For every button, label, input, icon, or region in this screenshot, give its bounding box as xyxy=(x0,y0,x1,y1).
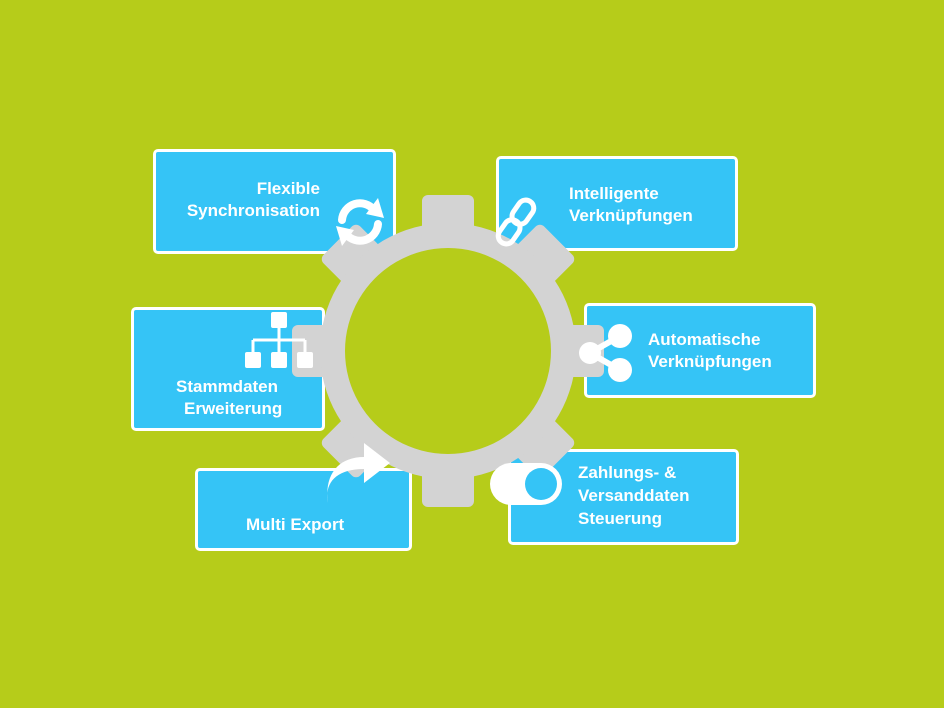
box-multi-export-label: Multi Export xyxy=(246,515,345,534)
forward-arrow-icon xyxy=(327,443,390,503)
box-stammdaten-erweiterung-line1: Stammdaten xyxy=(176,377,279,396)
box-zahlungs-versanddaten-line3: Steuerung xyxy=(578,509,663,528)
box-automatische-verknuepfungen-line1: Automatische xyxy=(648,330,761,349)
box-stammdaten-erweiterung-line2: Erweiterung xyxy=(184,399,283,418)
sync-arrows-icon xyxy=(336,198,384,246)
hierarchy-icon xyxy=(245,312,313,368)
box-zahlungs-versanddaten-line1: Zahlungs- & xyxy=(578,463,677,482)
box-intelligente-verknuepfungen-line1: Intelligente xyxy=(569,184,659,203)
box-automatische-verknuepfungen-line2: Verknüpfungen xyxy=(648,352,772,371)
box-flexible-synchronisation-line1: Flexible xyxy=(256,179,320,198)
share-nodes-icon xyxy=(579,324,632,382)
chain-link-icon xyxy=(495,197,537,247)
toggle-switch-icon xyxy=(490,463,562,505)
box-zahlungs-versanddaten-line2: Versanddaten xyxy=(578,486,690,505)
box-multi-export: Multi Export xyxy=(195,468,412,551)
box-automatische-verknuepfungen: Automatische Verknüpfungen xyxy=(584,303,816,398)
box-flexible-synchronisation-line2: Synchronisation xyxy=(186,201,320,220)
box-intelligente-verknuepfungen-line2: Verknüpfungen xyxy=(569,206,693,225)
